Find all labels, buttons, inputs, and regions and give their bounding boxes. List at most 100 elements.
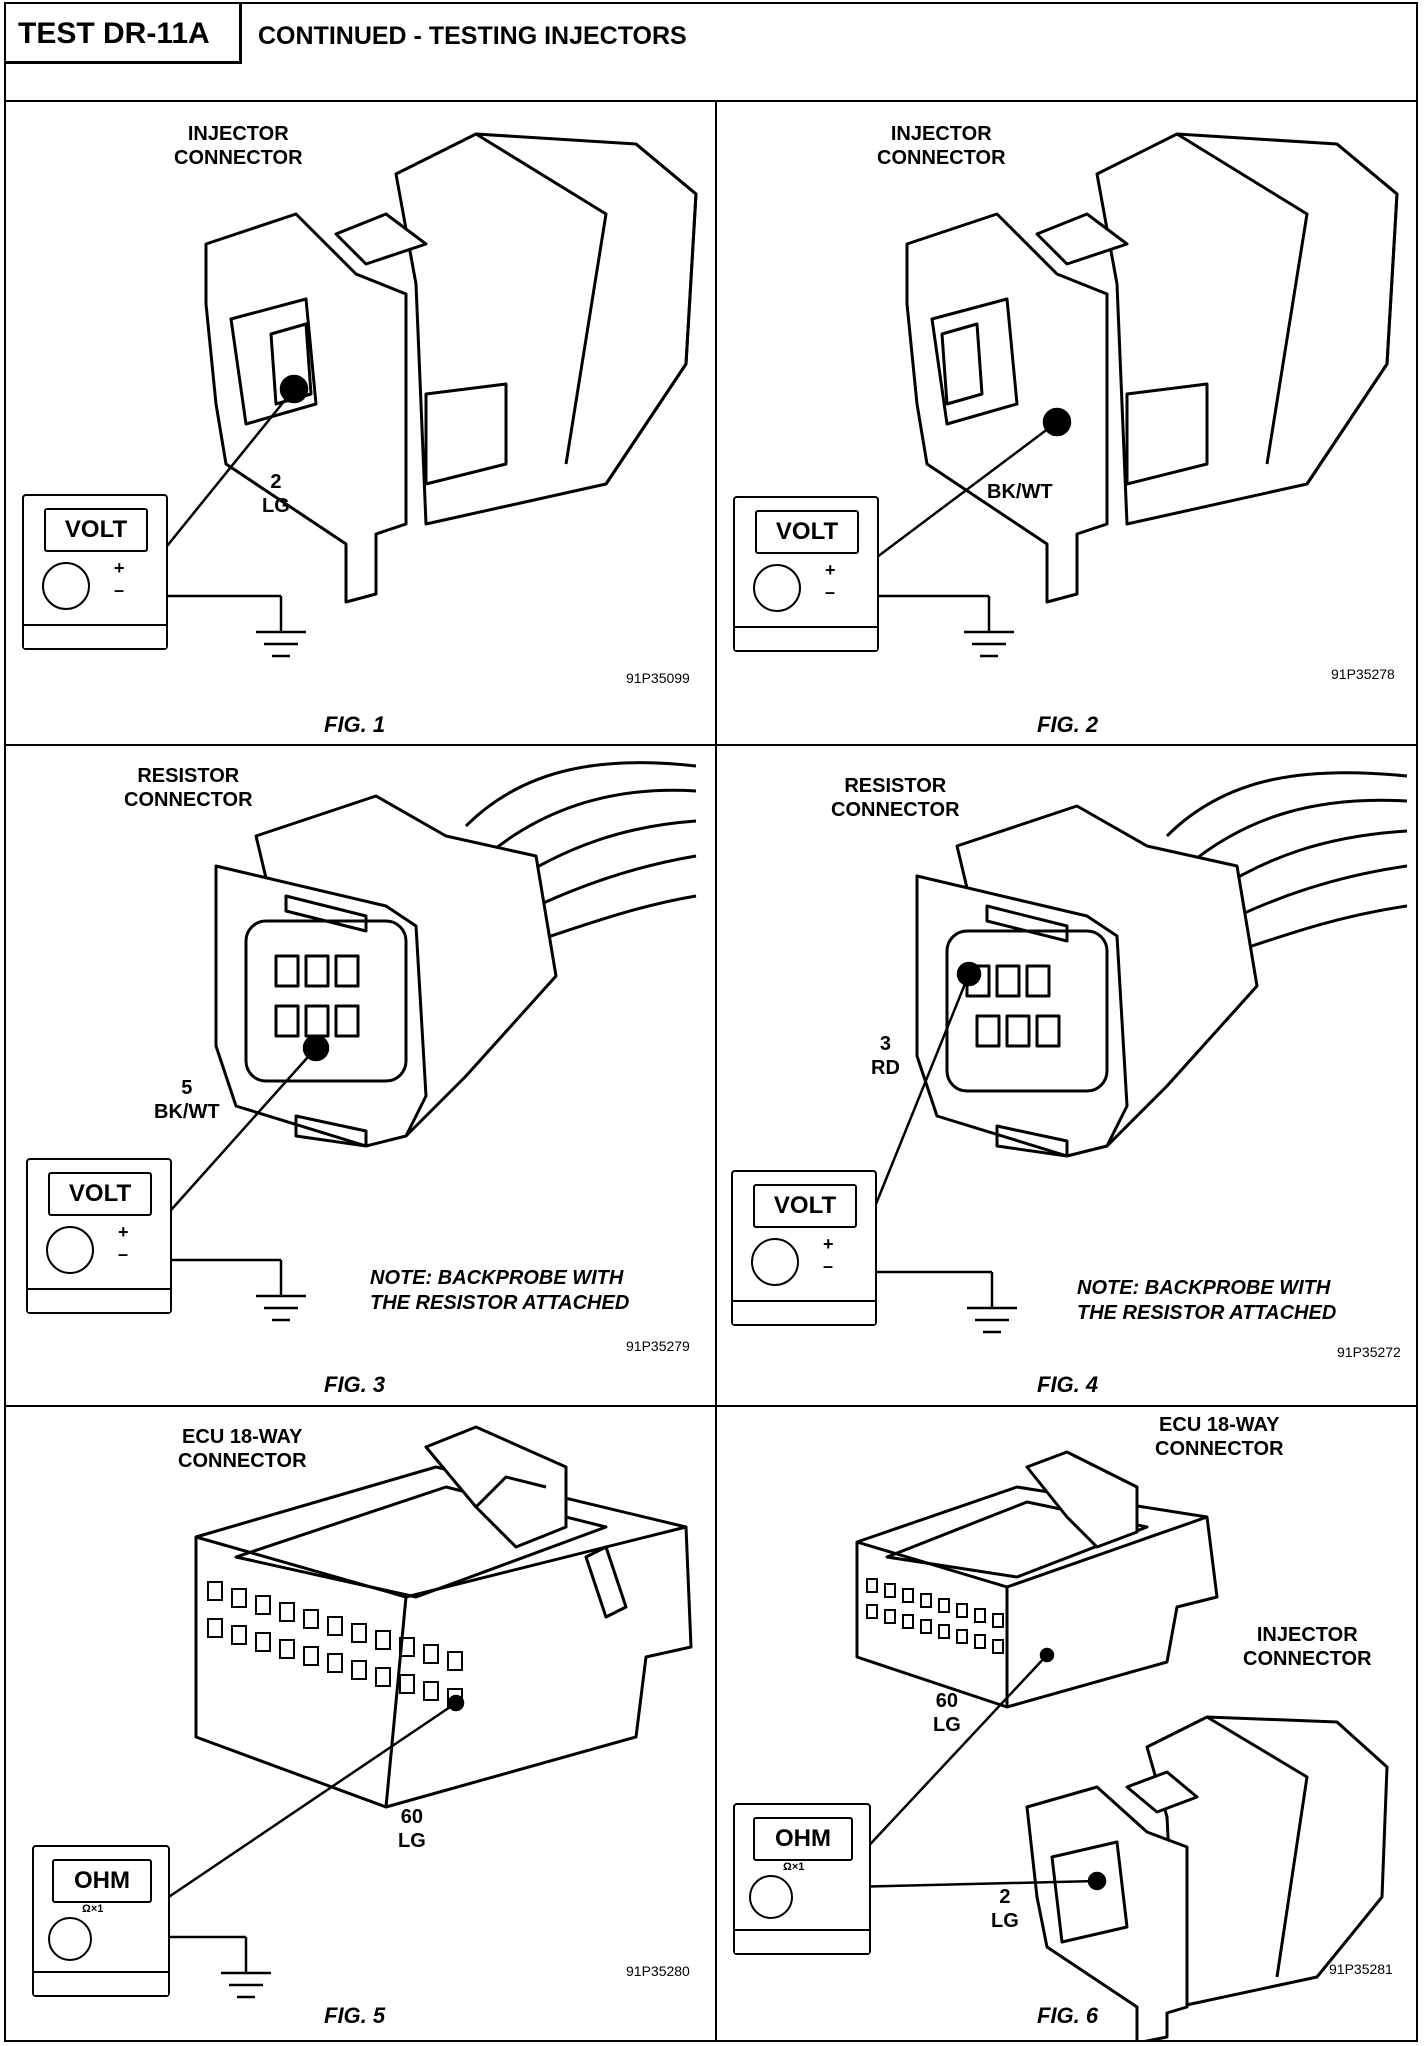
- ecu-connector: [855, 1450, 1219, 1709]
- note-line-2: THE RESISTOR ATTACHED: [1077, 1302, 1337, 1324]
- meter-display: VOLT: [755, 510, 859, 554]
- figure-6: ECU 18-WAY CONNECTOR INJECTOR CONNECTOR …: [717, 1407, 1420, 2040]
- meter-display: VOLT: [48, 1172, 152, 1216]
- figure-1: INJECTOR CONNECTOR 2 LG VOLT + –: [6, 104, 715, 744]
- ecu-pin-grid: [866, 1578, 1004, 1654]
- grid-divider-row2: [6, 1405, 1416, 1407]
- meter-mode-text: VOLT: [64, 516, 128, 543]
- grid-divider-row1: [6, 744, 1416, 746]
- wire-color: LG: [398, 1830, 426, 1852]
- probe-wiring: [141, 1694, 465, 1999]
- meter-mode-text: VOLT: [773, 1192, 837, 1219]
- wire-label: 3 RD: [871, 1032, 900, 1080]
- meter-mode-text: VOLT: [775, 518, 839, 545]
- resistor-connector-illustration: [214, 761, 697, 1148]
- meter-base: [733, 1300, 875, 1324]
- connector-label: RESISTOR CONNECTOR: [831, 774, 960, 822]
- note-line-2: THE RESISTOR ATTACHED: [370, 1292, 630, 1314]
- connector-label-line-2: CONNECTOR: [1155, 1438, 1284, 1460]
- plus-terminal-label: +: [114, 558, 125, 578]
- page-title: CONTINUED - TESTING INJECTORS: [258, 22, 687, 50]
- wire2-label: 2 LG: [991, 1885, 1019, 1933]
- wire-color: RD: [871, 1057, 900, 1079]
- meter-display: OHM: [753, 1817, 853, 1861]
- connector-label-line-1: RESISTOR: [844, 775, 947, 797]
- wire-color: LG: [262, 495, 290, 517]
- probe-wiring: [145, 374, 309, 658]
- multimeter: OHM Ω×1: [733, 1803, 871, 1955]
- injector-connector-illustration: [204, 132, 698, 604]
- resistor-connector-illustration: [915, 771, 1408, 1158]
- multimeter: VOLT + –: [731, 1170, 877, 1326]
- figure-code: 91P35099: [626, 670, 690, 686]
- connector-label-line-2: CONNECTOR: [178, 1450, 307, 1472]
- injector-connector-illustration: [905, 132, 1399, 604]
- meter-base: [28, 1288, 170, 1312]
- ecu-and-injector-illustration: [855, 1450, 1389, 2040]
- connector-label: ECU 18-WAY CONNECTOR: [1155, 1413, 1284, 1461]
- meter-base: [34, 1971, 168, 1995]
- connector-label-line-1: ECU 18-WAY: [182, 1426, 303, 1448]
- multimeter: VOLT + –: [22, 494, 168, 650]
- figure-label: FIG. 6: [1037, 2003, 1099, 2028]
- connector-label-line-1: INJECTOR: [890, 123, 992, 145]
- plus-terminal-label: +: [825, 560, 836, 580]
- wire-number: 2: [270, 471, 282, 493]
- wire2-color: LG: [991, 1910, 1019, 1932]
- figure-code: 91P35279: [626, 1338, 690, 1354]
- injector-connector: [1025, 1715, 1389, 2040]
- probe-wiring: [145, 1034, 330, 1322]
- figure-code: 91P35281: [1329, 1961, 1393, 1977]
- wire-label: BK/WT: [987, 480, 1053, 504]
- minus-terminal-label: –: [823, 1256, 834, 1276]
- test-id: TEST DR-11A: [6, 4, 242, 64]
- figure-label: FIG. 3: [324, 1372, 386, 1397]
- figure-code: 91P35280: [626, 1963, 690, 1979]
- connector-label-line-2: CONNECTOR: [831, 799, 960, 821]
- header: TEST DR-11A CONTINUED - TESTING INJECTOR…: [6, 4, 1416, 102]
- meter-mode-text: OHM: [74, 1867, 130, 1894]
- meter-dial-icon: [753, 564, 801, 612]
- wire-color: BK/WT: [987, 481, 1053, 503]
- connector2-label-line-2: CONNECTOR: [1243, 1648, 1372, 1670]
- meter-mode-text: VOLT: [68, 1180, 132, 1207]
- connector-label-line-2: CONNECTOR: [877, 147, 1006, 169]
- injector-connector-label: INJECTOR CONNECTOR: [1243, 1623, 1372, 1671]
- connector-label-line-1: RESISTOR: [137, 765, 240, 787]
- wire-number: 60: [935, 1690, 959, 1712]
- multimeter: VOLT + –: [733, 496, 879, 652]
- connector-label-line-1: ECU 18-WAY: [1159, 1414, 1280, 1436]
- wire-label: 60 LG: [933, 1689, 961, 1737]
- meter-base: [735, 626, 877, 650]
- note-line-1: NOTE: BACKPROBE WITH: [1077, 1277, 1331, 1299]
- meter-dial-icon: [42, 562, 90, 610]
- grid-divider-vertical: [715, 102, 717, 2040]
- backprobe-note: NOTE: BACKPROBE WITH THE RESISTOR ATTACH…: [1077, 1276, 1336, 1326]
- probe-wiring: [856, 407, 1072, 658]
- probe-wiring: [846, 1647, 1107, 1891]
- figure-label: FIG. 5: [324, 2003, 386, 2028]
- figure-2: INJECTOR CONNECTOR BK/WT VOLT + –: [717, 104, 1420, 744]
- figure-code: 91P35278: [1331, 666, 1395, 682]
- meter-mode-text: OHM: [775, 1825, 831, 1852]
- figure-5: ECU 18-WAY CONNECTOR 60 LG OHM Ω×1: [6, 1407, 715, 2040]
- page-frame: TEST DR-11A CONTINUED - TESTING INJECTOR…: [4, 2, 1418, 2042]
- figure-4: RESISTOR CONNECTOR 3 RD VOLT + –: [717, 746, 1420, 1405]
- meter-dial-icon: [48, 1917, 92, 1961]
- connector-label: INJECTOR CONNECTOR: [877, 122, 1006, 170]
- wire-label: 2 LG: [262, 470, 290, 518]
- meter-display: VOLT: [753, 1184, 857, 1228]
- meter-dial-icon: [749, 1875, 793, 1919]
- connector-label-line-2: CONNECTOR: [174, 147, 303, 169]
- meter-display: VOLT: [44, 508, 148, 552]
- meter-display: OHM: [52, 1859, 152, 1903]
- connector-label: ECU 18-WAY CONNECTOR: [178, 1425, 307, 1473]
- figure-label: FIG. 1: [324, 712, 386, 737]
- meter-range-label: Ω×1: [783, 1861, 805, 1873]
- meter-base: [24, 624, 166, 648]
- minus-terminal-label: –: [825, 582, 836, 602]
- connector-label-line-1: INJECTOR: [187, 123, 289, 145]
- multimeter: VOLT + –: [26, 1158, 172, 1314]
- plus-terminal-label: +: [823, 1234, 834, 1254]
- connector-label: INJECTOR CONNECTOR: [174, 122, 303, 170]
